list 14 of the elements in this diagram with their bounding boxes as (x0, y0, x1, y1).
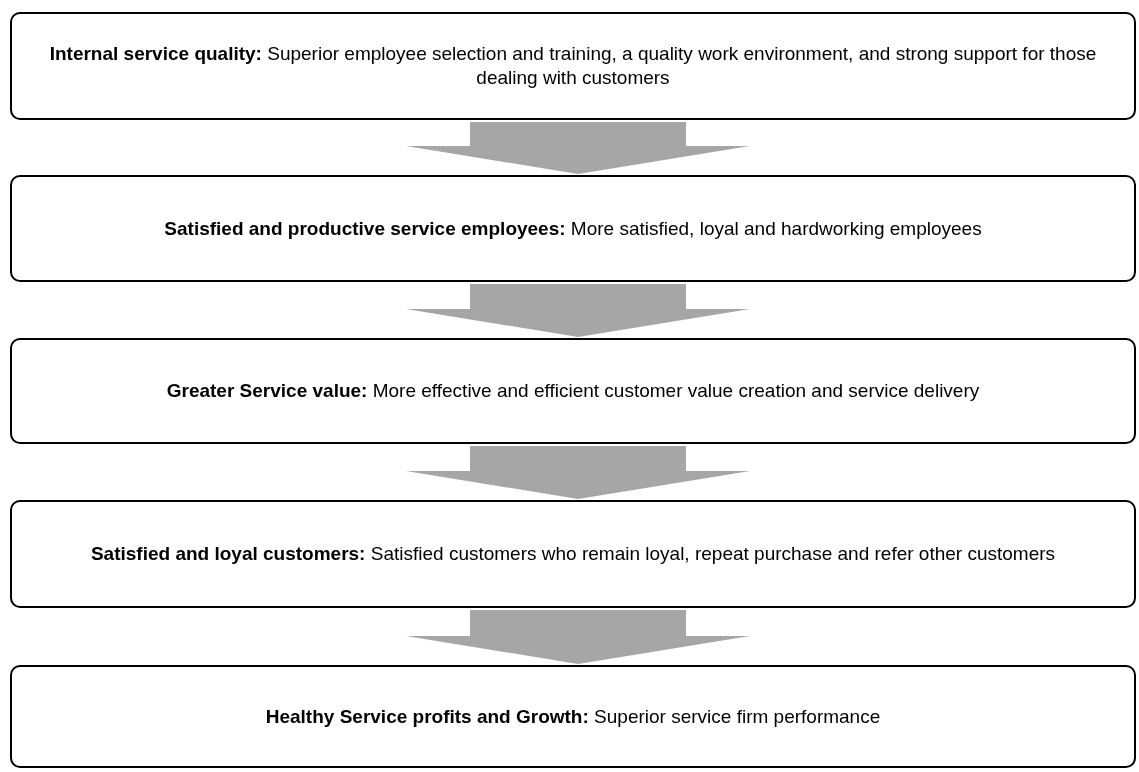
block-arrow (406, 446, 750, 499)
process-box (10, 175, 1136, 282)
block-arrow (406, 610, 750, 664)
box-text: Satisfied and productive service employees: More satisfied, loyal and hardworking employees (164, 216, 982, 241)
box-text: Greater Service value: More effective and efficient customer value creation and service delivery (166, 379, 980, 403)
box-text: Satisfied and loyal customers: Satisfied customers who remain loyal, repeat purchase and refer other customers (90, 542, 1056, 566)
process-box (10, 500, 1136, 608)
block-arrow (406, 284, 750, 337)
process-box (10, 12, 1136, 120)
process-box (10, 665, 1136, 768)
box-text: Internal service quality: Superior employee selection and training, a quality work environment, and strong support for those dealing with customers (48, 42, 1098, 90)
block-arrow (406, 122, 750, 174)
box-text: Healthy Service profits and Growth: Superior service firm performance (265, 704, 881, 729)
process-box (10, 338, 1136, 444)
